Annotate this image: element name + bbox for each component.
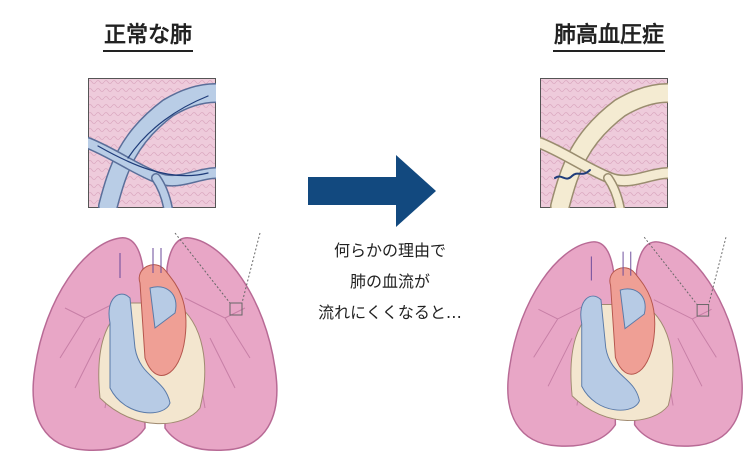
normal-vessel-inset <box>88 78 216 208</box>
caption: 何らかの理由で 肺の血流が 流れにくくなると… <box>300 235 480 328</box>
normal-lung-title: 正常な肺 <box>103 22 194 52</box>
right-arrow <box>308 155 436 227</box>
pulmonary-hypertension-title: 肺高血圧症 <box>553 22 666 52</box>
caption-line-2: 肺の血流が <box>349 272 430 291</box>
normal-lungs-heart-illustration <box>25 228 285 458</box>
hypertension-lungs-heart-illustration <box>500 228 750 458</box>
caption-line-1: 何らかの理由で <box>333 241 446 260</box>
caption-line-3: 流れにくくなると… <box>318 303 462 322</box>
hypertension-vessel-inset <box>540 78 668 208</box>
